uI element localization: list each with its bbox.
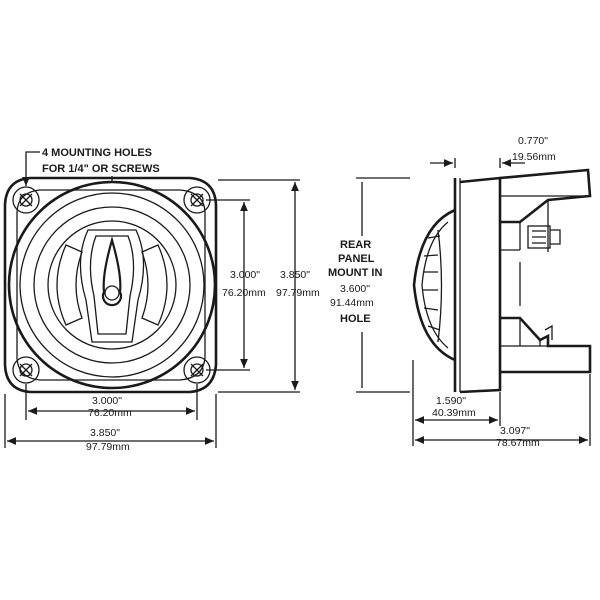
callout-line-1: 4 MOUNTING HOLES: [42, 147, 152, 159]
rear-panel-note: REAR PANEL MOUNT IN 3.600" 91.44mm HOLE: [328, 177, 410, 393]
top-terminal: [499, 168, 592, 224]
knob-body: [79, 229, 145, 343]
side-knob-profile: [412, 208, 456, 362]
note-line-1: REAR: [340, 239, 371, 251]
note-line-6: HOLE: [340, 313, 371, 325]
dim-outer-horizontal-mm: 97.79mm: [86, 441, 130, 453]
dim-depth-in: 1.590": [436, 395, 466, 407]
dim-total-mm: 78.67mm: [496, 437, 540, 449]
note-line-5: 91.44mm: [330, 297, 374, 309]
dim-inner-horizontal-in: 3.000": [92, 395, 122, 407]
front-view: 4 MOUNTING HOLES FOR 1/4" OR SCREWS 3.00…: [3, 147, 320, 453]
dim-total-in: 3.097": [500, 425, 530, 437]
mounting-hole: [12, 186, 40, 214]
bottom-terminal: [500, 316, 592, 374]
note-line-4: 3.600": [340, 283, 370, 295]
knob-wing-left: [56, 244, 83, 326]
knob-wing-right: [141, 244, 168, 326]
dim-inner-vertical-in: 3.000": [230, 269, 260, 281]
side-view: 0.770" 19.56mm 1.590" 40.39mm 3.097" 78.…: [412, 135, 592, 449]
knob-pointer: [101, 235, 123, 307]
dim-outer-horizontal-in: 3.850": [90, 427, 120, 439]
dim-outer-vertical-mm: 97.79mm: [276, 287, 320, 299]
callout-line-2: FOR 1/4" OR SCREWS: [42, 163, 160, 175]
mounting-hole: [12, 356, 40, 384]
dim-top-in: 0.770": [518, 135, 548, 147]
dim-inner-horizontal-mm: 76.20mm: [88, 407, 132, 419]
dim-depth-mm: 40.39mm: [432, 407, 476, 419]
note-line-3: MOUNT IN: [328, 267, 382, 279]
side-body: [459, 176, 502, 394]
mounting-flange: [3, 176, 218, 394]
dim-top-mm: 19.56mm: [512, 151, 556, 163]
note-line-2: PANEL: [338, 253, 375, 265]
terminal-bolt: [527, 225, 561, 249]
dim-inner-vertical-mm: 76.20mm: [222, 287, 266, 299]
dim-outer-vertical-in: 3.850": [280, 269, 310, 281]
